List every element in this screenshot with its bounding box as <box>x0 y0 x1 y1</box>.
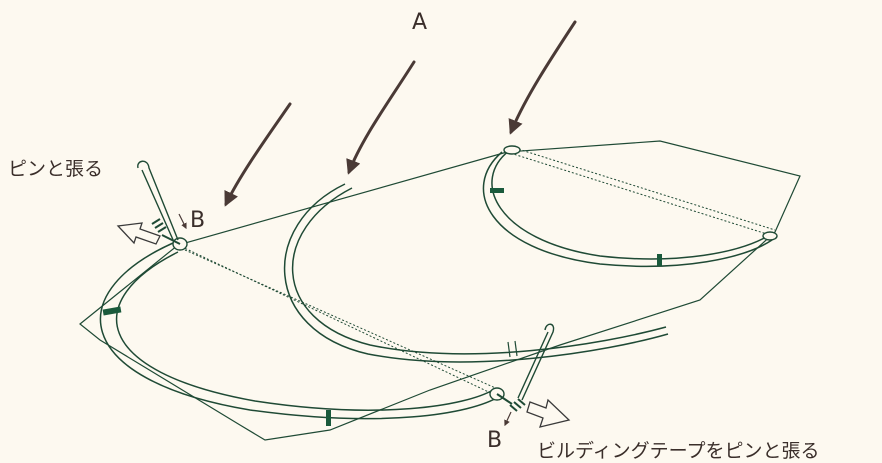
rear-pole-bands <box>490 188 662 266</box>
front-pole-bands <box>102 306 331 426</box>
pin-instruction-text: ピンと張る <box>8 158 104 180</box>
curved-arrow-icon <box>224 20 577 207</box>
middle-pole-joint <box>507 340 518 358</box>
pole-label-a: A <box>412 10 428 35</box>
tent-stake-icon <box>137 160 179 243</box>
rear-pole <box>482 149 773 268</box>
cord-coil-right <box>496 393 526 412</box>
pull-direction-arrow-icon <box>526 398 571 428</box>
front-pole <box>99 239 501 420</box>
pull-direction-arrow-icon <box>116 222 161 245</box>
middle-pole <box>283 183 669 363</box>
tent-floor-outline <box>79 140 801 441</box>
tent-stake-icon <box>517 323 555 401</box>
pointer-arrow-icon <box>178 213 512 427</box>
end-label-b-right: B <box>487 428 503 453</box>
end-label-b-left: B <box>190 208 206 233</box>
cord-coil-left <box>151 218 181 245</box>
tape-instruction-text: ビルディングテープをピンと張る <box>537 440 820 462</box>
ridge-guide-lines <box>177 147 776 396</box>
